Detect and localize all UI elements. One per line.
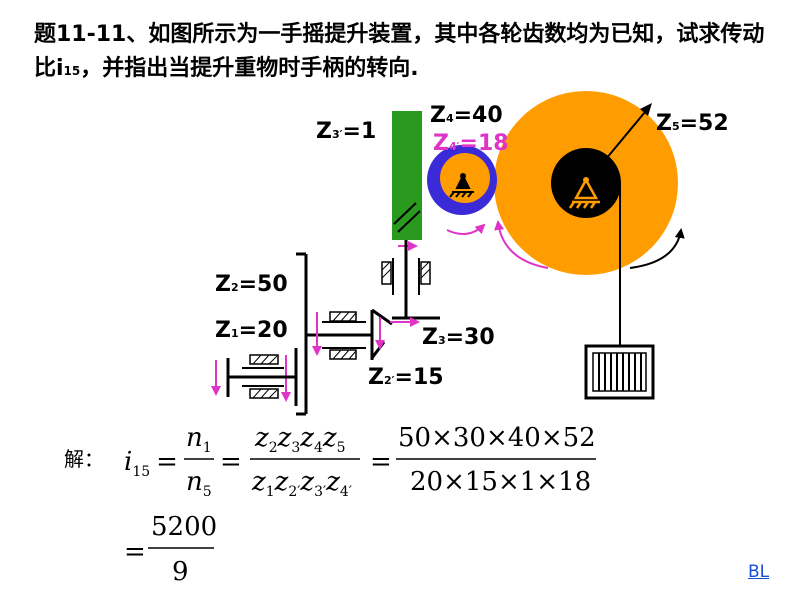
input-bearing-bottom xyxy=(249,388,279,399)
mid-bearing-top xyxy=(329,311,357,322)
bevel-z3-left xyxy=(371,308,393,326)
input-bearing-hatch xyxy=(252,354,278,399)
ratio-z-denominator: z1z2′z3′z4′ xyxy=(251,467,352,500)
equals-3: = xyxy=(370,447,392,477)
worm-thread-2 xyxy=(397,210,421,233)
z5-contact-arrow xyxy=(494,220,549,269)
input-bearing-top xyxy=(249,354,279,365)
problem-subscript: 15 xyxy=(63,64,81,78)
worm-z3p xyxy=(392,111,422,240)
ratio-lhs: i15= xyxy=(124,447,178,480)
z4-pivot-symbol xyxy=(449,173,474,198)
label-z2p: Z2′=15 xyxy=(368,365,444,390)
result-denominator: 9 xyxy=(172,557,189,587)
solution-label: 解： xyxy=(64,447,104,471)
mid-bearing-hatch xyxy=(332,311,357,360)
worm-bearing-hatch xyxy=(381,261,431,279)
label-z5: Z5=52 xyxy=(656,111,729,136)
numeric-denominator: 20×15×1×18 xyxy=(410,467,591,497)
bl-nav-link[interactable]: BL xyxy=(748,562,770,582)
result-numerator: 5200 xyxy=(151,512,217,542)
z4-rotation-arrow xyxy=(446,223,486,235)
label-z4p: Z4′=18 xyxy=(433,131,509,156)
problem-statement: 题11-11、如图所示为一手摇提升装置，其中各轮齿数均为已知，试求传动比i15，… xyxy=(34,18,774,88)
label-z1: Z1=20 xyxy=(215,318,288,343)
mid-bearing-bottom xyxy=(329,349,357,360)
load-crate-bars xyxy=(598,353,642,391)
label-z2: Z2=50 xyxy=(215,272,288,297)
ratio-n-numerator: n1 xyxy=(186,423,212,456)
load-crate xyxy=(584,344,655,400)
z5-rotation-arrow xyxy=(629,228,685,269)
numeric-numerator: 50×30×40×52 xyxy=(398,423,596,453)
z4-pivot-dot xyxy=(460,173,466,179)
equals-2: = xyxy=(220,447,242,477)
worm-thread-1 xyxy=(393,202,417,225)
load-crate-inner xyxy=(592,352,647,392)
bevel-z2p-tooth xyxy=(370,341,386,359)
problem-text-end: ，并指出当提升重物时手柄的转向. xyxy=(80,56,419,81)
ratio-n-denominator: n5 xyxy=(186,467,212,500)
drum-pivot-symbol xyxy=(568,177,600,209)
drum-pivot-dot xyxy=(583,177,589,183)
label-z4: Z4=40 xyxy=(430,103,503,128)
gear-z5-radius-arrowhead xyxy=(640,103,652,116)
gear-z5-radius xyxy=(585,111,646,184)
label-z3: Z3=30 xyxy=(422,325,495,350)
equals-4: = xyxy=(124,537,146,567)
label-z3p: Z3′=1 xyxy=(316,119,376,144)
problem-text-start: 题11-11、如图所示为一手摇提升装置，其中各轮齿数均为已知，试求传动比i xyxy=(34,22,765,81)
ratio-z-numerator: z2z3z4z5 xyxy=(254,423,346,456)
